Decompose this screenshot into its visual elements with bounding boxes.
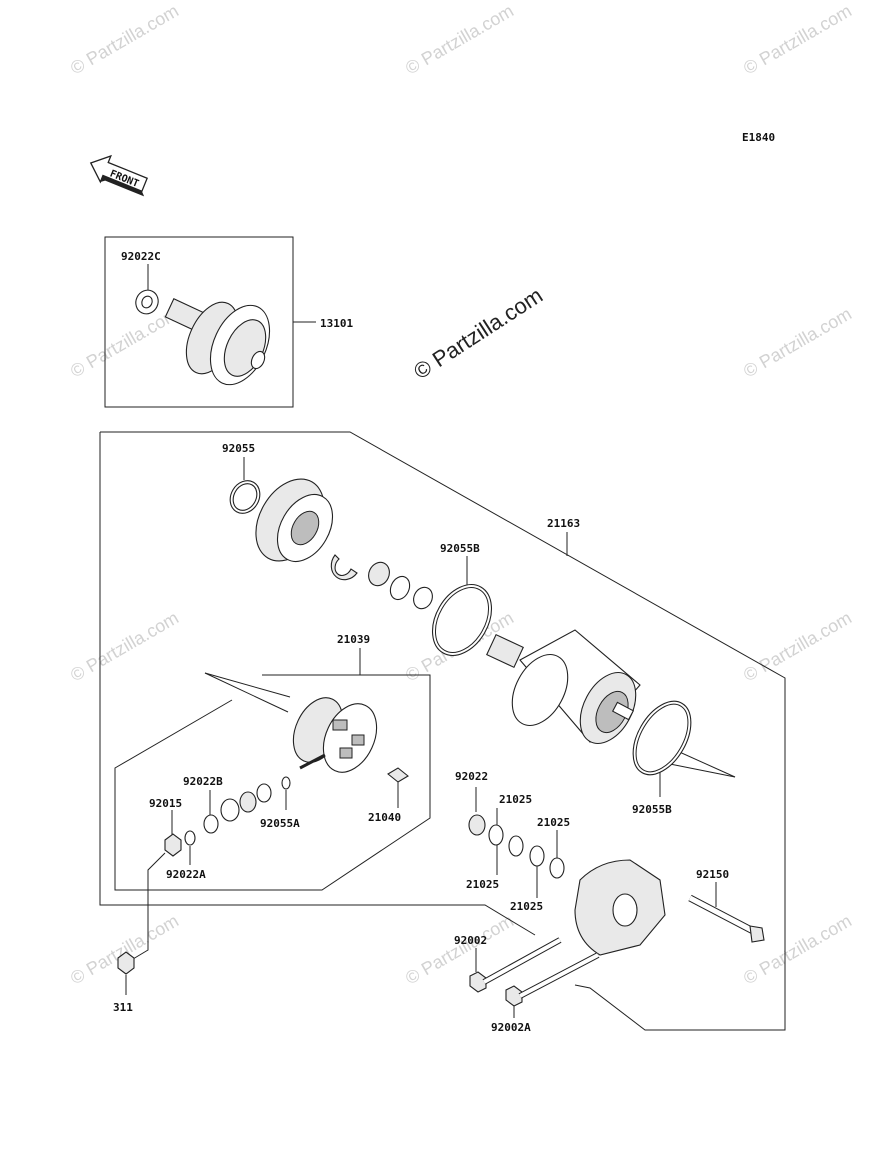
label-21163: 21163: [547, 517, 580, 530]
bolt-92002-icon: [469, 937, 562, 993]
label-21040: 21040: [368, 811, 401, 824]
watermark: © Partzilla.com: [67, 607, 182, 685]
watermark: © Partzilla.com: [740, 910, 855, 988]
watermark: © Partzilla.com: [67, 303, 182, 381]
starter-clutch-group: [104, 236, 316, 408]
label-92022C: 92022C: [121, 250, 161, 263]
terminal-21040-icon: [387, 767, 409, 808]
label-13101: 13101: [320, 317, 353, 330]
washer-stack-right-icon: [468, 787, 565, 898]
label-21039: 21039: [337, 633, 370, 646]
washer-stack-icon: [164, 776, 291, 865]
part-labels: 92022C 13101 92055 21163 92055B 21039 92…: [113, 250, 729, 1034]
brush-holder-outline: [114, 674, 431, 891]
watermark: © Partzilla.com: [67, 910, 182, 988]
rear-cover-icon: [574, 859, 666, 956]
label-21025: 21025: [510, 900, 543, 913]
starter-motor-outline-left: [99, 432, 536, 936]
motor-body-icon: [486, 629, 641, 744]
o-ring-icon: [632, 700, 692, 776]
label-92150: 92150: [696, 868, 729, 881]
watermark: © Partzilla.com: [67, 0, 182, 78]
label-21025: 21025: [466, 878, 499, 891]
nut-311-icon: [117, 951, 135, 975]
label-92055A: 92055A: [260, 817, 300, 830]
label-21025: 21025: [537, 816, 570, 829]
bolt-92002A-icon: [505, 952, 600, 1018]
bolt-92150-icon: [688, 882, 765, 943]
washer-92022C-icon: [135, 289, 159, 315]
watermark: © Partzilla.com: [740, 607, 855, 685]
label-92002A: 92002A: [491, 1021, 531, 1034]
watermark: © Partzilla.com: [740, 0, 855, 78]
label-92022: 92022: [455, 770, 488, 783]
label-311: 311: [113, 1001, 133, 1014]
label-92022A: 92022A: [166, 868, 206, 881]
watermark: © Partzilla.com: [740, 303, 855, 381]
label-92015: 92015: [149, 797, 182, 810]
watermark-center: © Partzilla.com: [409, 282, 547, 384]
watermark: © Partzilla.com: [402, 910, 517, 988]
label-92055B-top: 92055B: [440, 542, 480, 555]
label-92002: 92002: [454, 934, 487, 947]
watermark: © Partzilla.com: [402, 0, 517, 78]
label-92055B-bottom: 92055B: [632, 803, 672, 816]
starter-motor-outline: [100, 431, 786, 1031]
label-92022B: 92022B: [183, 775, 223, 788]
brush-holder-icon: [292, 697, 378, 773]
front-arrow-icon: FRONT: [89, 154, 149, 197]
starter-clutch-icon: [164, 298, 271, 386]
diagram-code: E1840: [742, 131, 775, 144]
small-washers-icon: [330, 554, 433, 610]
label-21025: 21025: [499, 793, 532, 806]
label-92055: 92055: [222, 442, 255, 455]
front-cover-icon: [229, 457, 334, 562]
o-ring-icon: [431, 584, 493, 656]
